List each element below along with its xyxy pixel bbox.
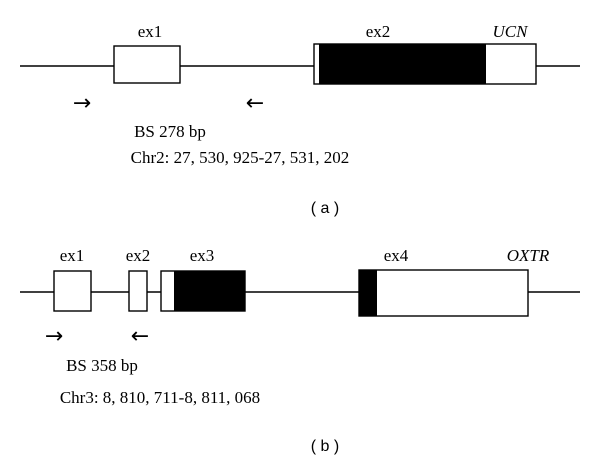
oxtr-bisulfite-amplicon-label: BS 358 bp: [66, 356, 138, 375]
ucn-exon1-box: [113, 45, 181, 84]
oxtr-exon4-box: [358, 269, 529, 317]
ucn-chromosome-coordinates: Chr2: 27, 530, 925-27, 531, 202: [131, 148, 350, 167]
ucn-forward-primer-arrow: →: [73, 91, 91, 116]
caption-a: ( a ): [311, 200, 339, 217]
caption-b: ( b ): [311, 438, 339, 455]
panel-b: ex1 ex2 ex3 ex4 OXTR → ← BS 358 bp Chr3:…: [20, 246, 580, 455]
ucn-exon2-coding-region: [319, 44, 486, 84]
oxtr-forward-primer-arrow: →: [45, 324, 63, 349]
oxtr-exon2-label: ex2: [126, 246, 151, 265]
ucn-exon1-label: ex1: [138, 22, 163, 41]
ucn-bisulfite-amplicon-label: BS 278 bp: [134, 122, 206, 141]
oxtr-exon1-label: ex1: [60, 246, 85, 265]
oxtr-exon2-box: [128, 270, 148, 312]
oxtr-chromosome-coordinates: Chr3: 8, 810, 711-8, 811, 068: [60, 388, 260, 407]
oxtr-reverse-primer-arrow: ←: [131, 324, 149, 349]
ucn-exon2-label: ex2: [366, 22, 391, 41]
oxtr-exon4-coding-region: [359, 270, 377, 316]
oxtr-exon3-label: ex3: [190, 246, 215, 265]
ucn-gene-name: UCN: [493, 22, 530, 41]
oxtr-exon4-label: ex4: [384, 246, 409, 265]
panel-a: ex1 ex2 UCN → ← BS 278 bp Chr2: 27, 530,…: [20, 22, 580, 217]
oxtr-gene-name: OXTR: [507, 246, 550, 265]
ucn-reverse-primer-arrow: ←: [246, 91, 264, 116]
oxtr-exon3-coding-region: [174, 271, 245, 311]
oxtr-exon1-box: [53, 270, 92, 312]
